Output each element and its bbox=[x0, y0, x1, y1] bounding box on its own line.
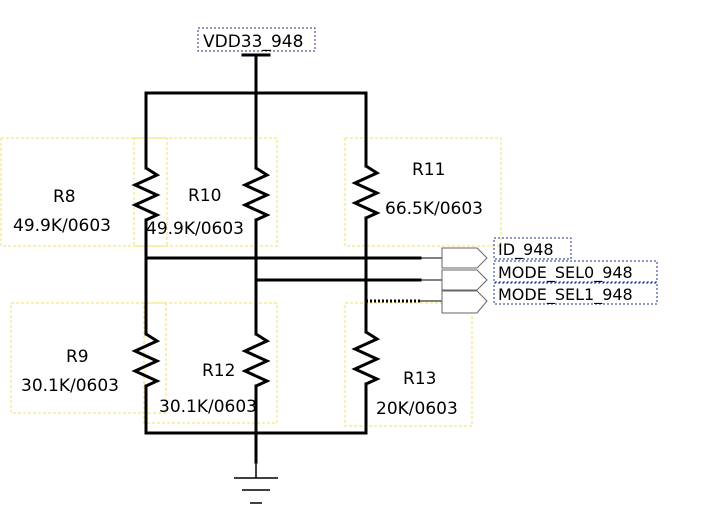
port-id-label: ID_948 bbox=[498, 240, 554, 260]
r8-value: 49.9K/0603 bbox=[13, 216, 111, 236]
r10-resistor-icon bbox=[241, 166, 271, 222]
ground-icon bbox=[234, 462, 278, 504]
r10-value: 49.9K/0603 bbox=[146, 219, 244, 239]
r11-ref: R11 bbox=[412, 160, 445, 180]
r13-value: 20K/0603 bbox=[376, 399, 458, 419]
power-label-box bbox=[197, 27, 316, 52]
r9-ref: R9 bbox=[66, 347, 89, 367]
port-sel1-label-box bbox=[493, 282, 658, 305]
port-id-icon bbox=[441, 247, 488, 269]
port-mode-sel0-icon bbox=[441, 269, 488, 291]
r9-value: 30.1K/0603 bbox=[21, 376, 119, 396]
power-label: VDD33_948 bbox=[203, 32, 303, 52]
r13-resistor-icon bbox=[351, 330, 381, 386]
r11-resistor-icon bbox=[351, 164, 381, 220]
r11-designator-box bbox=[344, 137, 502, 247]
r12-designator-box bbox=[143, 302, 278, 424]
r12-value: 30.1K/0603 bbox=[159, 397, 257, 417]
r11-value: 66.5K/0603 bbox=[385, 199, 483, 219]
port-sel0-label-box bbox=[493, 260, 658, 283]
r9-resistor-icon bbox=[131, 332, 161, 388]
r9-designator-box bbox=[10, 302, 167, 414]
r8-resistor-icon bbox=[131, 166, 161, 222]
r12-ref: R12 bbox=[202, 361, 235, 381]
r10-designator-box bbox=[133, 137, 278, 247]
r8-ref: R8 bbox=[53, 187, 76, 207]
port-id-label-box bbox=[493, 237, 572, 260]
r8-designator-box bbox=[0, 137, 168, 247]
r10-ref: R10 bbox=[188, 186, 221, 206]
port-mode-sel1-label: MODE_SEL1_948 bbox=[498, 285, 633, 305]
r12-resistor-icon bbox=[241, 332, 271, 388]
port-mode-sel1-icon bbox=[441, 290, 488, 314]
r13-ref: R13 bbox=[403, 369, 436, 389]
port-mode-sel0-label: MODE_SEL0_948 bbox=[498, 263, 633, 283]
